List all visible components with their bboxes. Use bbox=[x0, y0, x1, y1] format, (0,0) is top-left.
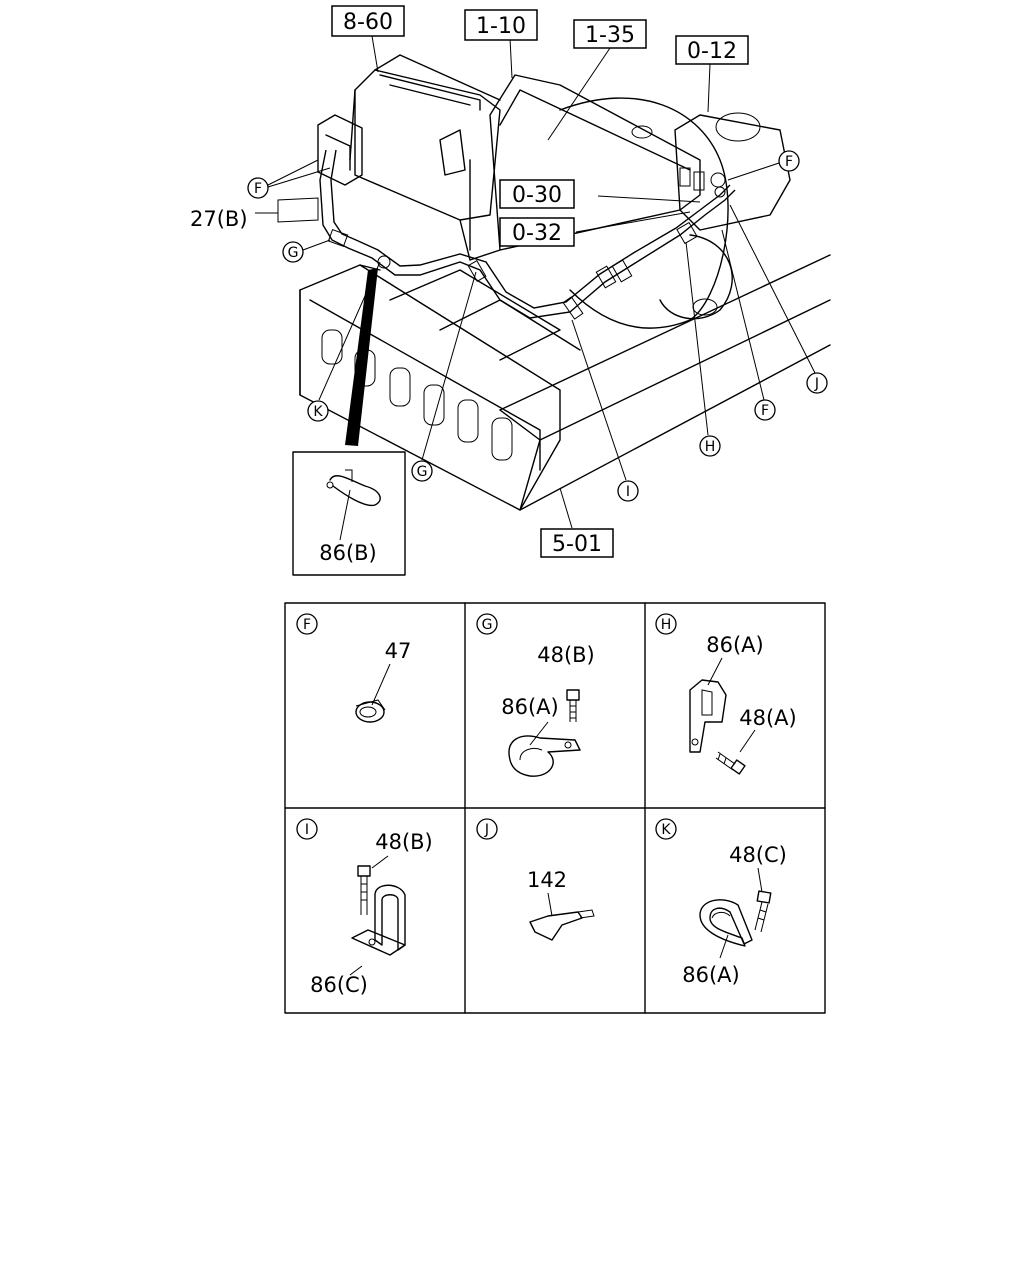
ref-box-0-30: 0-30 bbox=[499, 179, 575, 209]
callout-f-left: F bbox=[247, 177, 269, 199]
detail-grid bbox=[284, 602, 826, 1014]
svg-text:K: K bbox=[661, 822, 671, 838]
detail-panel-j: J 142 bbox=[476, 818, 595, 941]
detail-panel-g: G 48(B) 86(A) bbox=[476, 613, 595, 777]
svg-text:F: F bbox=[254, 181, 262, 197]
svg-text:K: K bbox=[313, 404, 323, 420]
svg-text:86(A): 86(A) bbox=[706, 633, 763, 657]
svg-text:48(B): 48(B) bbox=[375, 830, 433, 854]
svg-text:8-60: 8-60 bbox=[343, 10, 393, 35]
bolt-icon bbox=[566, 689, 580, 722]
svg-text:H: H bbox=[705, 439, 716, 455]
svg-text:G: G bbox=[482, 617, 493, 633]
u-clip-icon bbox=[351, 884, 406, 956]
hose-clamp-icon bbox=[355, 699, 386, 723]
callout-f-right-top: F bbox=[778, 150, 800, 172]
detail-panel-h: H 86(A) 48(A) bbox=[655, 613, 797, 775]
svg-text:0-30: 0-30 bbox=[512, 183, 562, 208]
svg-text:47: 47 bbox=[385, 639, 412, 663]
ref-box-0-32: 0-32 bbox=[499, 217, 575, 247]
bolt-icon bbox=[357, 865, 371, 915]
svg-text:86(B): 86(B) bbox=[319, 541, 377, 565]
bracket-clip-icon bbox=[689, 679, 727, 753]
svg-text:1-35: 1-35 bbox=[585, 23, 635, 48]
svg-text:G: G bbox=[288, 245, 299, 261]
svg-text:86(A): 86(A) bbox=[501, 695, 558, 719]
callout-i: I bbox=[617, 480, 639, 502]
ref-box-8-60: 8-60 bbox=[331, 5, 405, 37]
svg-text:F: F bbox=[761, 403, 769, 419]
ref-box-5-01: 5-01 bbox=[540, 528, 614, 558]
inset-clip-86b: 86(B) bbox=[292, 451, 406, 576]
callout-j: J bbox=[806, 372, 828, 394]
callout-h: H bbox=[699, 435, 721, 457]
callout-g-bottom: G bbox=[411, 460, 433, 482]
bolt-icon bbox=[754, 890, 772, 933]
bolt-icon bbox=[715, 751, 746, 775]
part-label-27b: 27(B) bbox=[190, 207, 248, 231]
svg-text:0-12: 0-12 bbox=[687, 39, 737, 64]
detail-panel-k: K 48(C) 86(A) bbox=[655, 818, 787, 987]
svg-text:J: J bbox=[814, 376, 819, 392]
p-clip-icon bbox=[508, 735, 581, 777]
svg-text:F: F bbox=[303, 617, 311, 633]
svg-text:I: I bbox=[626, 484, 630, 500]
svg-text:H: H bbox=[661, 617, 672, 633]
svg-text:0-32: 0-32 bbox=[512, 221, 562, 246]
svg-text:J: J bbox=[484, 822, 489, 838]
svg-text:F: F bbox=[785, 154, 793, 170]
svg-text:1-10: 1-10 bbox=[476, 14, 526, 39]
leader-lines bbox=[255, 35, 816, 529]
svg-text:48(A): 48(A) bbox=[739, 706, 796, 730]
ref-box-1-35: 1-35 bbox=[573, 19, 647, 49]
callout-g-left: G bbox=[282, 241, 304, 263]
assembly-illustration bbox=[299, 54, 831, 511]
svg-text:48(B): 48(B) bbox=[537, 643, 595, 667]
svg-text:142: 142 bbox=[527, 868, 567, 892]
svg-text:86(C): 86(C) bbox=[310, 973, 368, 997]
svg-text:86(A): 86(A) bbox=[682, 963, 739, 987]
svg-text:G: G bbox=[417, 464, 428, 480]
detail-panel-f: F 47 bbox=[296, 613, 412, 723]
detail-panel-i: I 48(B) 86(C) bbox=[296, 818, 433, 997]
callout-f-right-bottom: F bbox=[754, 399, 776, 421]
ref-box-0-12: 0-12 bbox=[675, 35, 749, 65]
ref-box-1-10: 1-10 bbox=[464, 9, 538, 41]
bracket-142-icon bbox=[529, 909, 595, 941]
cushion-clip-icon bbox=[699, 899, 753, 947]
svg-text:I: I bbox=[305, 822, 309, 838]
svg-text:48(C): 48(C) bbox=[729, 843, 787, 867]
svg-text:5-01: 5-01 bbox=[552, 532, 602, 557]
callout-k: K bbox=[307, 400, 329, 422]
